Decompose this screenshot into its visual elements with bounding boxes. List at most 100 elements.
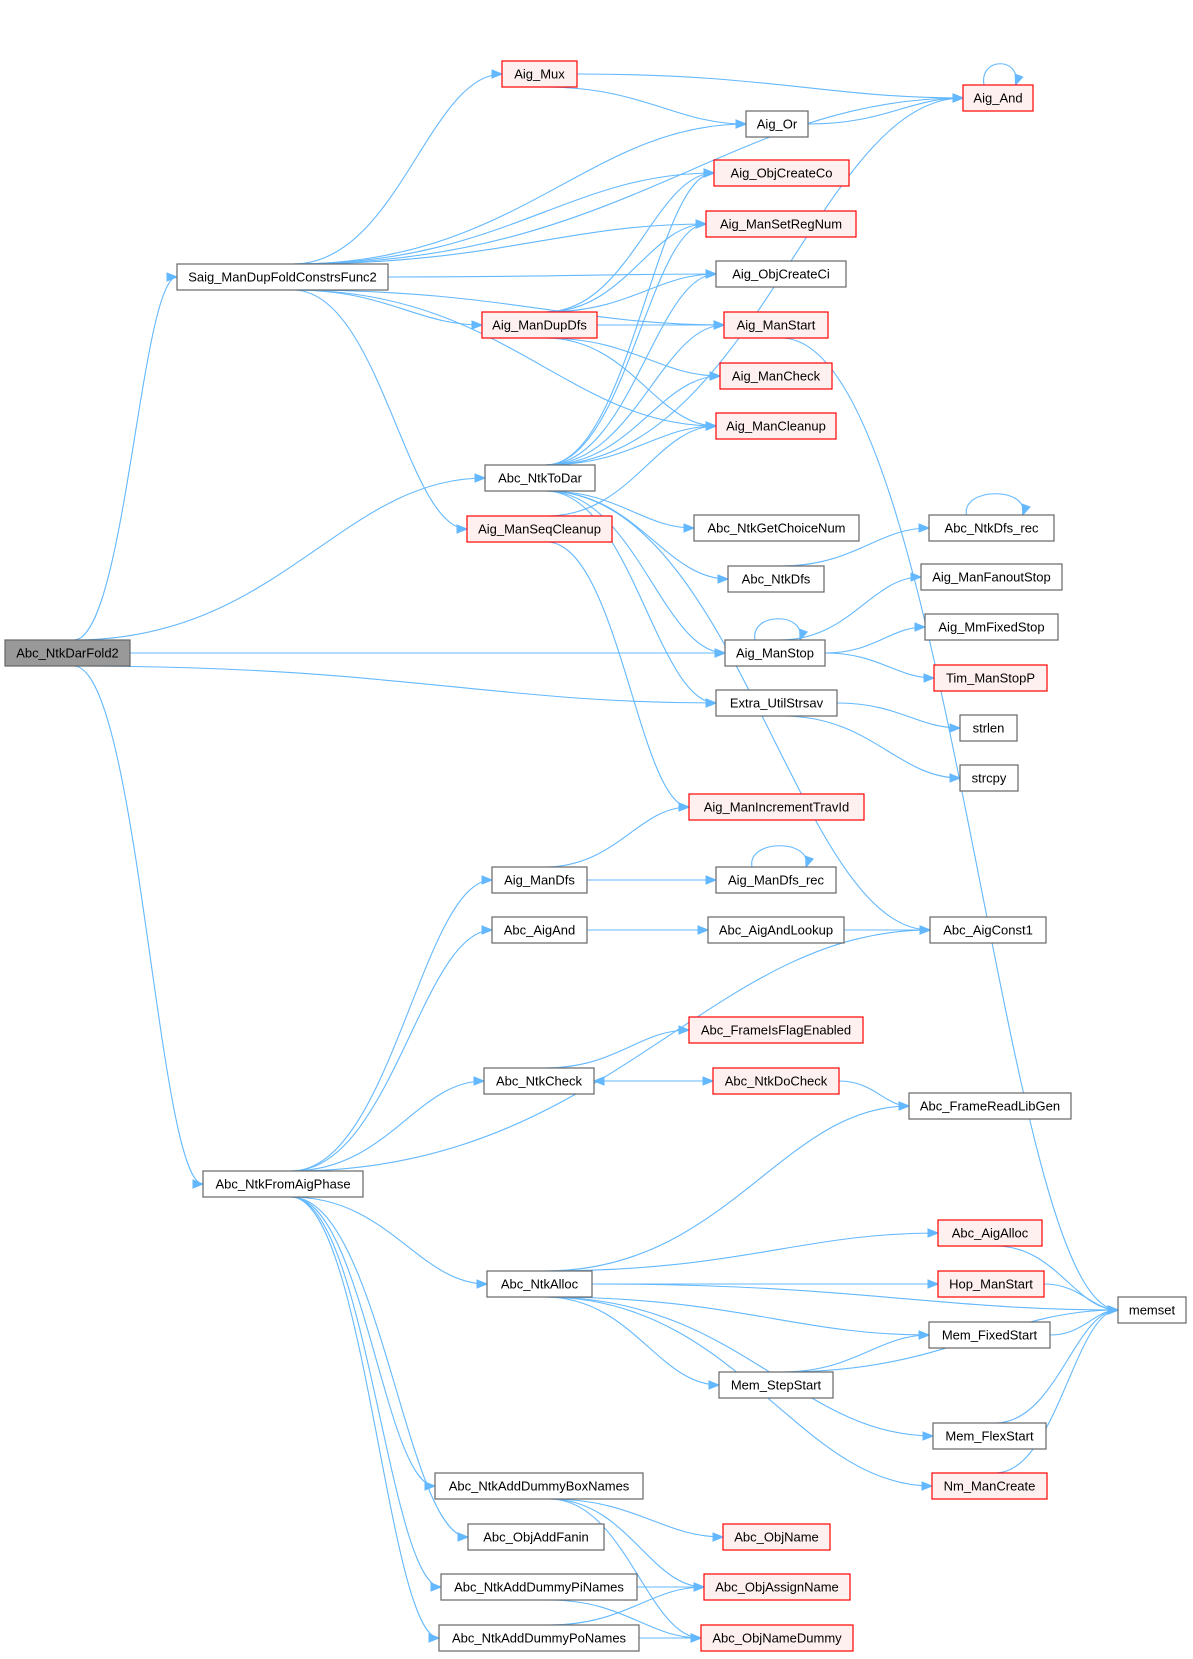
node-aig-manseqcleanup[interactable]: Aig_ManSeqCleanup (466, 515, 613, 543)
node-label: Tim_ManStopP (946, 671, 1035, 686)
node-abc-aigalloc[interactable]: Abc_AigAlloc (937, 1219, 1043, 1247)
node-abc-objassignname[interactable]: Abc_ObjAssignName (703, 1573, 851, 1601)
node-box (484, 464, 596, 492)
node-abc-aigconst1[interactable]: Abc_AigConst1 (929, 916, 1047, 944)
node-tim-manstopp[interactable]: Tim_ManStopP (933, 664, 1048, 692)
edge-saig-mandupfoldconstrsfunc2-to-aig-objcreateco (293, 168, 716, 265)
node-abc-ntkadddummypinames[interactable]: Abc_NtkAddDummyPiNames (440, 1573, 638, 1601)
node-box (745, 110, 809, 138)
node-nm-mancreate[interactable]: Nm_ManCreate (931, 1472, 1048, 1500)
node-abc-ntkcheck[interactable]: Abc_NtkCheck (483, 1067, 595, 1095)
node-label: Aig_Or (757, 117, 798, 132)
node-abc-objnamedummy[interactable]: Abc_ObjNameDummy (700, 1624, 854, 1652)
node-box (962, 84, 1034, 112)
node-abc-framereadlibgen[interactable]: Abc_FrameReadLibGen (908, 1092, 1072, 1120)
node-abc-ntkdfs-rec[interactable]: Abc_NtkDfs_rec (928, 514, 1055, 542)
node-aig-objcreateco[interactable]: Aig_ObjCreateCo (713, 159, 850, 187)
node-box (959, 714, 1018, 742)
node-aig-objcreateci[interactable]: Aig_ObjCreateCi (715, 260, 847, 288)
edge-abc-ntkfromaigphase-to-aig-mandfs (290, 875, 494, 1172)
node-aig-mancheck[interactable]: Aig_ManCheck (719, 362, 833, 390)
edge-aig-and-to-aig-and (983, 63, 1024, 87)
node-aig-mmfixedstop[interactable]: Aig_MmFixedStop (924, 613, 1059, 641)
node-strcpy[interactable]: strcpy (959, 764, 1019, 792)
edge-abc-ntktodar-to-aig-manstop (545, 490, 727, 658)
node-aig-mandupdfs[interactable]: Aig_ManDupDfs (481, 311, 598, 339)
node-label: strcpy (972, 771, 1007, 786)
node-memset[interactable]: memset (1117, 1296, 1187, 1324)
node-box (707, 916, 845, 944)
edge-abc-ntkalloc-to-mem-stepstart (544, 1296, 721, 1390)
node-box (959, 764, 1019, 792)
edge-nm-mancreate-to-memset (995, 1305, 1120, 1474)
node-aig-manstart[interactable]: Aig_ManStart (723, 311, 829, 339)
edge-saig-mandupfoldconstrsfunc2-to-aig-manseqcleanup (293, 289, 469, 534)
node-abc-ntkfromaigphase[interactable]: Abc_NtkFromAigPhase (202, 1170, 364, 1198)
node-abc-ntktodar[interactable]: Abc_NtkToDar (484, 464, 596, 492)
node-aig-and[interactable]: Aig_And (962, 84, 1034, 112)
node-box (434, 1472, 644, 1500)
node-abc-ntkalloc[interactable]: Abc_NtkAlloc (486, 1270, 593, 1298)
edge-abc-ntkfromaigphase-to-abc-ntkadddummyboxnames (290, 1196, 437, 1491)
node-saig-mandupfoldconstrsfunc2[interactable]: Saig_ManDupFoldConstrsFunc2 (176, 263, 389, 291)
node-abc-objname[interactable]: Abc_ObjName (722, 1523, 831, 1551)
node-hop-manstart[interactable]: Hop_ManStart (937, 1270, 1045, 1298)
node-abc-ntkgetchoicenum[interactable]: Abc_NtkGetChoiceNum (693, 514, 860, 542)
node-label: Aig_ManIncrementTravId (704, 800, 849, 815)
node-abc-ntkadddummyponames[interactable]: Abc_NtkAddDummyPoNames (438, 1624, 640, 1652)
edge-abc-ntktodar-to-aig-mansetregnum (545, 219, 708, 466)
node-label: Abc_AigAnd (504, 923, 576, 938)
node-abc-ntkadddummyboxnames[interactable]: Abc_NtkAddDummyBoxNames (434, 1472, 644, 1500)
node-label: Aig_ManDfs_rec (728, 873, 825, 888)
node-label: Aig_ManSetRegNum (720, 217, 842, 232)
node-label: Abc_NtkAlloc (501, 1277, 579, 1292)
node-abc-objaddfanin[interactable]: Abc_ObjAddFanin (467, 1523, 605, 1551)
edge-abc-ntkalloc-to-abc-aigalloc (544, 1228, 940, 1272)
node-aig-mansetregnum[interactable]: Aig_ManSetRegNum (705, 210, 857, 238)
edge-abc-ntkfromaigphase-to-abc-objaddfanin (290, 1196, 470, 1542)
node-abc-aigandlookup[interactable]: Abc_AigAndLookup (707, 916, 845, 944)
node-abc-ntkdfs[interactable]: Abc_NtkDfs (727, 565, 825, 593)
node-aig-manfanoutstop[interactable]: Aig_ManFanoutStop (920, 563, 1063, 591)
node-aig-mux[interactable]: Aig_Mux (501, 60, 578, 88)
node-box (928, 1321, 1051, 1349)
edge-abc-ntkalloc-to-mem-flexstart (544, 1296, 935, 1441)
node-abc-ntkdarfold2[interactable]: Abc_NtkDarFold2 (4, 639, 131, 667)
node-mem-fixedstart[interactable]: Mem_FixedStart (928, 1321, 1051, 1349)
edge-abc-ntkfromaigphase-to-abc-ntkadddummypinames (290, 1196, 443, 1592)
edge-abc-ntkdarfold2-to-abc-ntkfromaigphase (73, 665, 205, 1189)
edge-aig-manseqcleanup-to-aig-manincrementtravid (546, 541, 691, 812)
node-box (713, 159, 850, 187)
node-box (481, 311, 598, 339)
node-abc-frameisflagenabled[interactable]: Abc_FrameIsFlagEnabled (688, 1016, 864, 1044)
node-box (491, 866, 588, 894)
node-mem-stepstart[interactable]: Mem_StepStart (718, 1371, 834, 1399)
node-aig-mandfs[interactable]: Aig_ManDfs (491, 866, 588, 894)
node-label: Abc_NtkDfs_rec (945, 521, 1039, 536)
edge-abc-ntkdarfold2-to-extra-utilstrsav (73, 665, 718, 708)
node-aig-manstop[interactable]: Aig_ManStop (724, 639, 826, 667)
node-label: Abc_NtkDarFold2 (16, 646, 119, 661)
node-abc-aigand[interactable]: Abc_AigAnd (491, 916, 588, 944)
node-label: memset (1129, 1303, 1176, 1318)
edge-aig-mandfs-rec-to-aig-mandfs-rec (751, 845, 815, 869)
node-aig-mandfs-rec[interactable]: Aig_ManDfs_rec (715, 866, 837, 894)
node-extra-utilstrsav[interactable]: Extra_UtilStrsav (715, 689, 838, 717)
node-strlen[interactable]: strlen (959, 714, 1018, 742)
node-box (688, 1016, 864, 1044)
node-aig-or[interactable]: Aig_Or (745, 110, 809, 138)
edge-abc-ntkcheck-to-abc-frameisflagenabled (544, 1025, 691, 1069)
node-label: Abc_NtkCheck (496, 1074, 582, 1089)
edge-abc-ntkadddummyboxnames-to-abc-objname (549, 1498, 725, 1542)
node-box (438, 1624, 640, 1652)
node-aig-manincrementtravid[interactable]: Aig_ManIncrementTravId (688, 793, 865, 821)
edge-abc-ntktodar-to-aig-objcreateco (545, 168, 716, 466)
node-abc-ntkdocheck[interactable]: Abc_NtkDoCheck (712, 1067, 840, 1095)
node-box (176, 263, 389, 291)
node-label: Aig_ManCleanup (726, 419, 826, 434)
node-label: Abc_AigAndLookup (719, 923, 833, 938)
node-mem-flexstart[interactable]: Mem_FlexStart (932, 1422, 1047, 1450)
node-box (933, 664, 1048, 692)
node-label: Extra_UtilStrsav (730, 696, 824, 711)
node-aig-mancleanup[interactable]: Aig_ManCleanup (715, 412, 837, 440)
